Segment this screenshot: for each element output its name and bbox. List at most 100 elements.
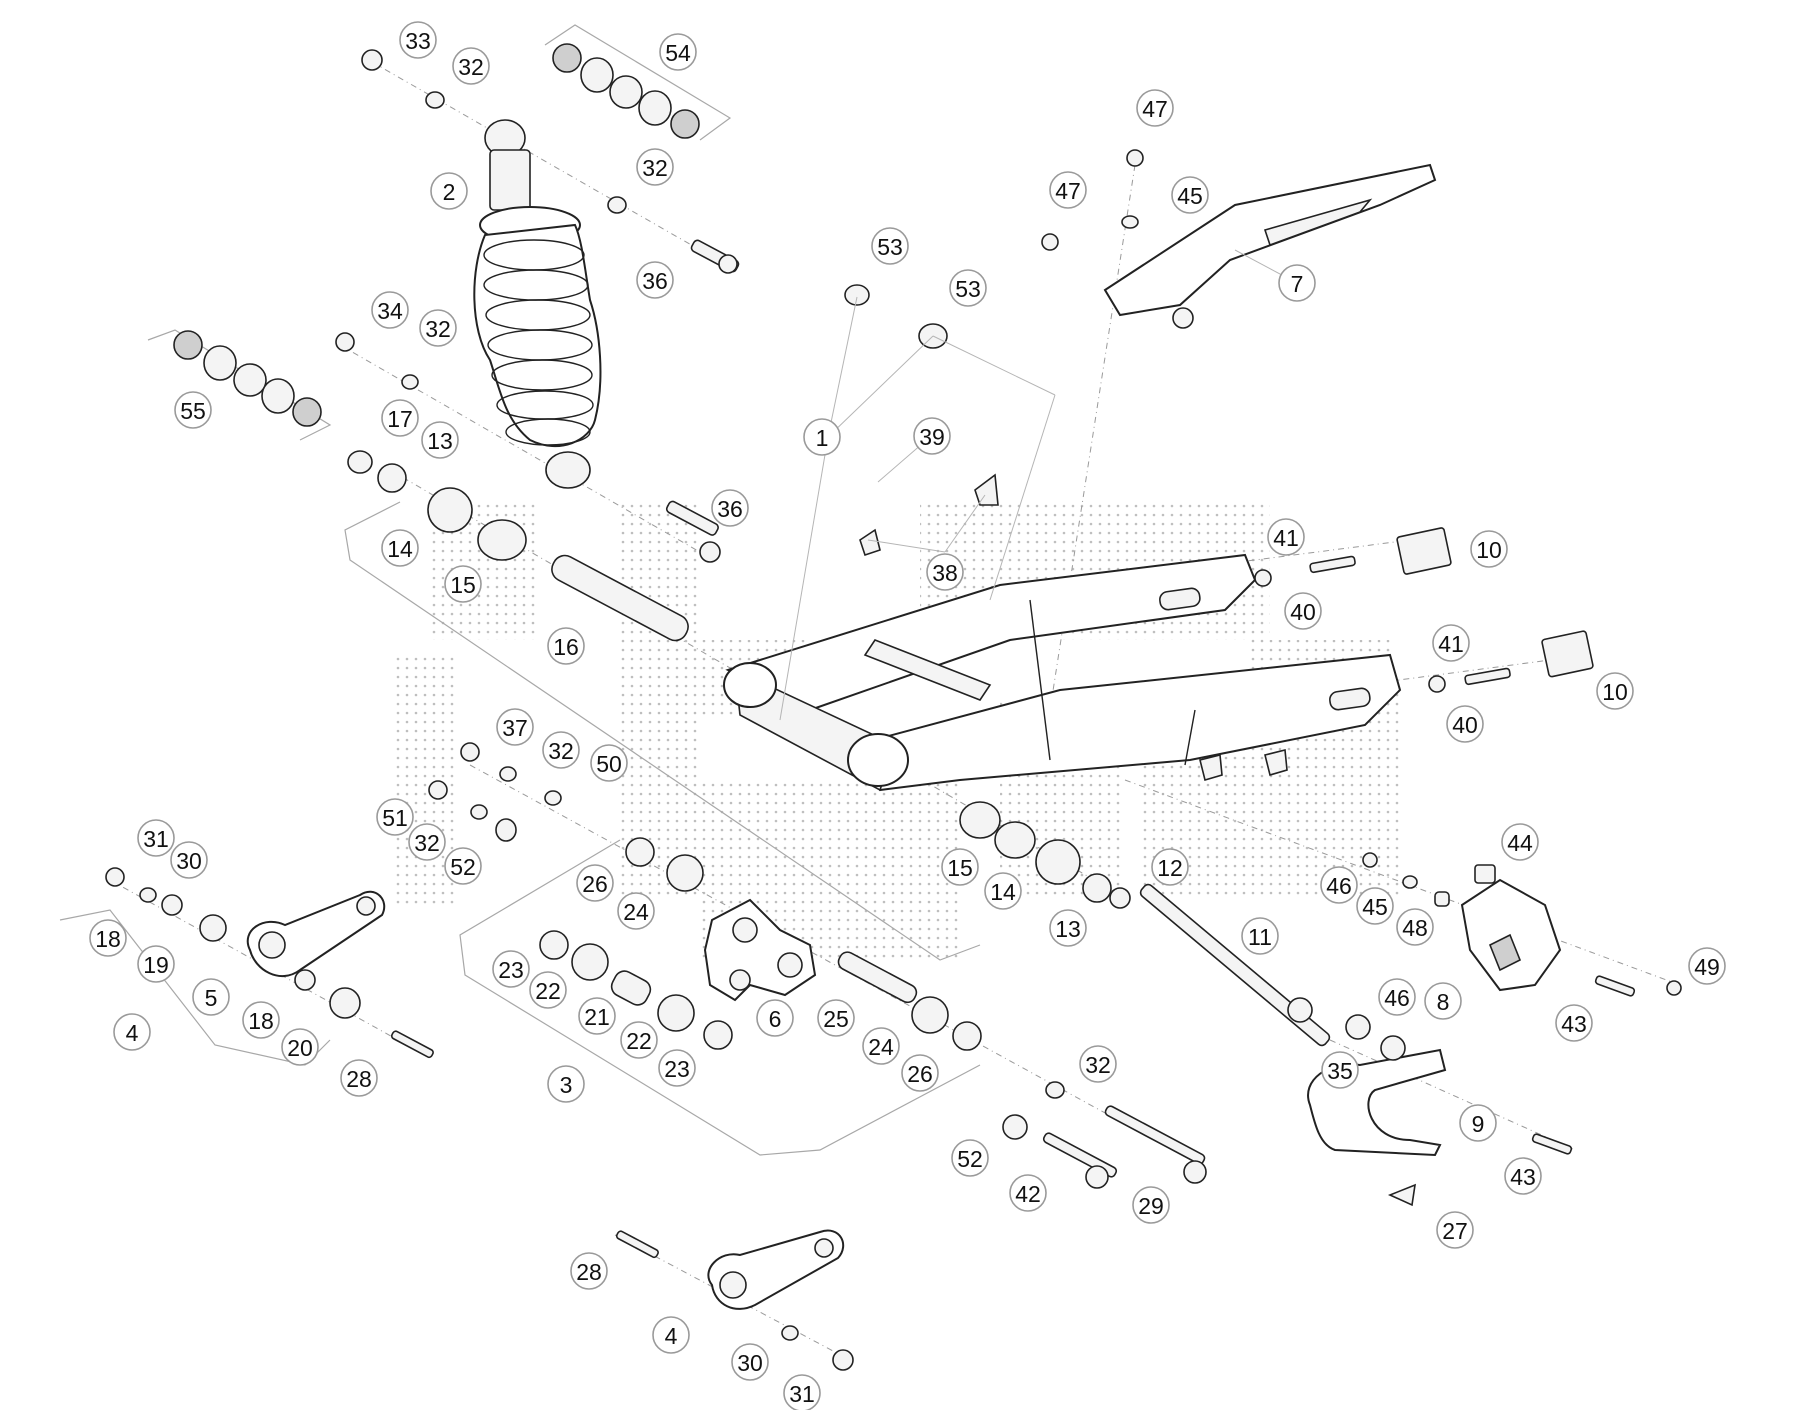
callout-label: 28	[576, 1259, 602, 1285]
callout-45: 45	[1356, 887, 1394, 925]
shock-absorber	[473, 119, 602, 489]
callout-circle	[444, 847, 482, 885]
callout-28: 28	[340, 1059, 378, 1097]
callout-31: 31	[137, 819, 175, 857]
callout-label: 40	[1290, 599, 1316, 625]
callout-27: 27	[1436, 1211, 1474, 1249]
bracket-54	[544, 24, 732, 141]
callout-circle	[281, 1028, 319, 1066]
callout-label: 50	[596, 751, 622, 777]
callout-circle	[617, 892, 655, 930]
callout-label: 45	[1177, 183, 1203, 209]
callout-circle	[658, 1049, 696, 1087]
callout-circle	[901, 1054, 939, 1092]
callout-54: 54	[659, 33, 697, 71]
hardware	[105, 43, 1682, 1371]
callout-label: 29	[1138, 1193, 1164, 1219]
axis-adjuster	[1099, 539, 1411, 581]
leader-lines	[779, 249, 1296, 721]
callout-label: 32	[1085, 1052, 1111, 1078]
callout-39: 39	[913, 417, 951, 455]
callout-circle	[783, 1374, 821, 1410]
callout-circle	[492, 950, 530, 988]
callout-40: 40	[1284, 592, 1322, 630]
callout-22: 22	[529, 971, 567, 1009]
callout-8: 8	[1424, 982, 1462, 1020]
callout-circle	[731, 1343, 769, 1381]
callout-circle	[570, 1252, 608, 1290]
callout-48: 48	[1396, 908, 1434, 946]
callout-label: 24	[868, 1034, 894, 1060]
callout-label: 47	[1142, 96, 1168, 122]
callout-32: 32	[542, 731, 580, 769]
callout-15: 15	[444, 565, 482, 603]
callout-label: 44	[1507, 830, 1533, 856]
axis-adjuster-2	[1209, 659, 1551, 706]
callout-53: 53	[949, 269, 987, 307]
callout-label: 47	[1055, 178, 1081, 204]
callout-circle	[578, 997, 616, 1035]
callout-30: 30	[731, 1343, 769, 1381]
callout-circle	[949, 269, 987, 307]
callout-label: 52	[957, 1146, 983, 1172]
callout-label: 12	[1157, 855, 1183, 881]
callout-32: 32	[636, 148, 674, 186]
callout-label: 7	[1291, 271, 1304, 297]
callout-label: 17	[387, 406, 413, 432]
callout-4: 4	[652, 1316, 690, 1354]
callout-23: 23	[492, 950, 530, 988]
callout-25: 25	[817, 999, 855, 1037]
callout-circle	[652, 1316, 690, 1354]
callout-label: 38	[932, 560, 958, 586]
callout-circle	[590, 744, 628, 782]
callout-label: 54	[665, 40, 691, 66]
callout-label: 45	[1362, 894, 1388, 920]
callout-circle	[1241, 917, 1279, 955]
callout-circle	[636, 148, 674, 186]
bracket-50	[344, 501, 981, 961]
callout-19: 19	[137, 945, 175, 983]
callout-53: 53	[871, 227, 909, 265]
callout-circle	[1320, 866, 1358, 904]
callout-41: 41	[1432, 624, 1470, 662]
callout-circle	[576, 864, 614, 902]
callout-circle	[862, 1027, 900, 1065]
callout-33: 33	[399, 21, 437, 59]
callout-circle	[547, 627, 585, 665]
callout-circle	[913, 417, 951, 455]
callout-5: 5	[192, 978, 230, 1016]
callout-circle	[430, 172, 468, 210]
callout-label: 11	[1248, 924, 1272, 950]
callout-label: 1	[816, 425, 829, 451]
callout-circle	[137, 819, 175, 857]
callout-label: 43	[1561, 1011, 1587, 1037]
callout-circle	[419, 309, 457, 347]
callout-circle	[542, 731, 580, 769]
callout-46: 46	[1378, 978, 1416, 1016]
callout-label: 19	[143, 952, 169, 978]
callout-circle	[1424, 982, 1462, 1020]
callout-49: 49	[1688, 947, 1726, 985]
callout-circle	[242, 1001, 280, 1039]
axis-shock-bottom	[339, 344, 706, 556]
callout-26: 26	[576, 864, 614, 902]
callout-label: 46	[1326, 873, 1352, 899]
callout-label: 5	[205, 985, 218, 1011]
callout-circle	[113, 1013, 151, 1051]
callout-circle	[984, 872, 1022, 910]
callout-38: 38	[926, 553, 964, 591]
callout-label: 23	[498, 957, 524, 983]
callout-label: 9	[1472, 1111, 1485, 1137]
callout-label: 36	[717, 496, 743, 522]
callout-label: 41	[1438, 631, 1464, 657]
callout-22: 22	[620, 1021, 658, 1059]
callout-label: 22	[535, 978, 561, 1004]
callout-circle	[1459, 1104, 1497, 1142]
callout-label: 16	[553, 634, 579, 660]
callout-label: 48	[1402, 915, 1428, 941]
callout-circle	[1136, 89, 1174, 127]
callout-label: 55	[180, 398, 206, 424]
callout-label: 43	[1510, 1164, 1536, 1190]
callout-label: 4	[665, 1323, 678, 1349]
